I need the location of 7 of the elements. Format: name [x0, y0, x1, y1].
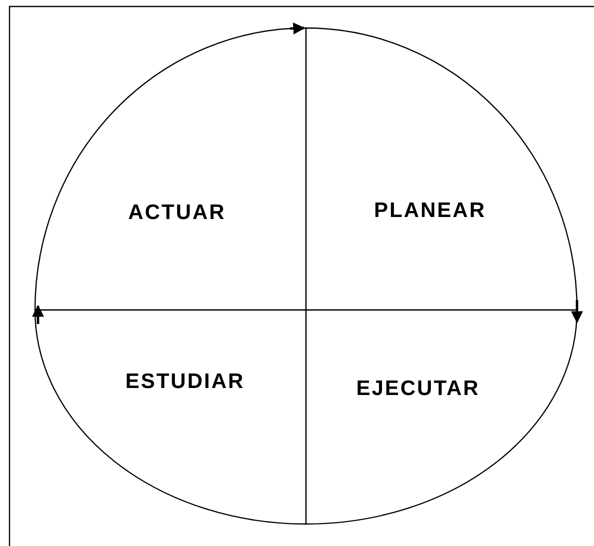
- arrow: [571, 300, 583, 324]
- quadrant-label: PLANEAR: [374, 199, 486, 223]
- arrow: [32, 304, 44, 324]
- quadrant-label: EJECUTAR: [356, 377, 480, 401]
- arrow: [290, 22, 306, 34]
- quadrant-label: ESTUDIAR: [125, 370, 245, 394]
- quadrant-label: ACTUAR: [128, 201, 226, 225]
